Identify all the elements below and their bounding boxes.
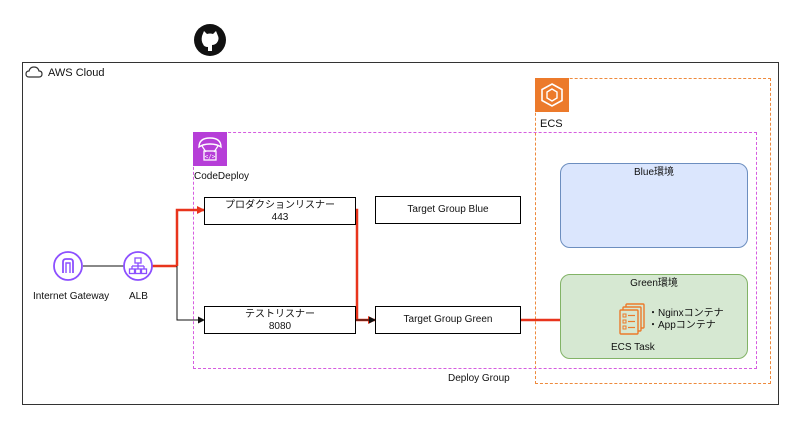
- blue-environment-label: Blue環境: [633, 167, 674, 178]
- ecs-task-label: ECS Task: [611, 342, 655, 353]
- deploy-group-label: Deploy Group: [448, 373, 510, 384]
- ecs-label: ECS: [540, 118, 563, 130]
- blue-environment[interactable]: [560, 163, 748, 248]
- ecs-icon: [535, 78, 569, 112]
- production-listener-box[interactable]: プロダクションリスナー 443: [204, 197, 356, 225]
- codedeploy-icon: </>: [193, 132, 227, 166]
- alb-label: ALB: [129, 291, 148, 302]
- ecs-task-icon[interactable]: [617, 302, 647, 336]
- ecs-task-container-1: ・Nginxコンテナ: [648, 308, 724, 319]
- codedeploy-label: CodeDeploy: [194, 171, 250, 182]
- production-listener-name: プロダクションリスナー: [225, 200, 335, 211]
- green-environment[interactable]: [560, 274, 748, 359]
- target-group-green[interactable]: Target Group Green: [375, 306, 521, 334]
- alb-icon: [123, 251, 153, 281]
- target-group-blue-label: Target Group Blue: [407, 204, 489, 215]
- target-group-green-label: Target Group Green: [403, 314, 493, 325]
- svg-text:</>: </>: [205, 154, 216, 161]
- test-listener-port: 8080: [268, 321, 292, 332]
- ecs-frame: [535, 78, 771, 384]
- test-listener-box[interactable]: テストリスナー 8080: [204, 306, 356, 334]
- github-icon: [193, 23, 227, 57]
- green-environment-label: Green環境: [630, 278, 678, 289]
- cloud-icon: [25, 65, 43, 79]
- deploy-group-frame: [193, 132, 757, 369]
- test-listener-name: テストリスナー: [245, 309, 315, 320]
- target-group-blue[interactable]: Target Group Blue: [375, 196, 521, 224]
- internet-gateway-label: Internet Gateway: [33, 291, 110, 302]
- internet-gateway-icon: [53, 251, 83, 281]
- aws-cloud-frame: [22, 62, 779, 405]
- alb-to-production-arrow: [175, 206, 205, 266]
- production-to-green-arrow: [355, 208, 376, 324]
- aws-cloud-label: AWS Cloud: [48, 67, 105, 79]
- alb-to-test-arrow: [176, 266, 205, 324]
- ecs-task-container-2: ・Appコンテナ: [648, 320, 716, 331]
- production-listener-port: 443: [271, 212, 289, 223]
